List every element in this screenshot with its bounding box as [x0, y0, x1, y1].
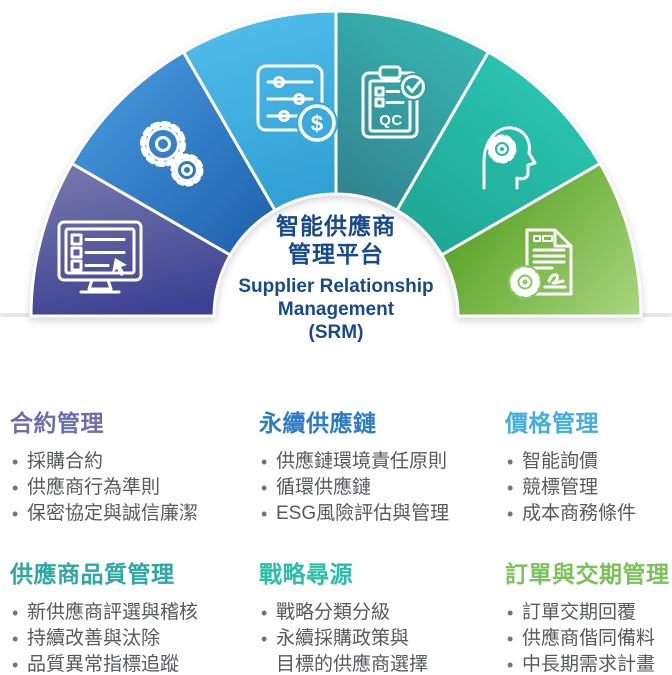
- section-title: 永續供應鏈: [259, 410, 377, 436]
- section-title: 訂單與交期管理: [505, 561, 670, 587]
- list-item: 永續採購政策與 目標的供應商選擇: [259, 626, 480, 675]
- srm-arch-diagram: $ QC: [0, 9, 672, 318]
- qc-glyph: QC: [379, 112, 403, 129]
- list-item: 品質異常指標追蹤: [10, 652, 240, 675]
- section-price-management: 價格管理 智能詢價 競標管理 成本商務條件: [480, 408, 672, 559]
- list-item: 新供應商評選與稽核: [10, 600, 240, 626]
- section-sustainable-supply-chain: 永續供應鏈 供應鏈環境責任原則 循環供應鏈 ESG風險評估與管理: [240, 408, 480, 559]
- section-contract-management: 合約管理 採購合約 供應商行為準則 保密協定與誠信廉潔: [0, 408, 240, 559]
- list-item: 競標管理: [505, 475, 672, 501]
- list-item: 持續改善與汰除: [10, 626, 240, 652]
- section-order-delivery: 訂單與交期管理 訂單交期回覆 供應商偕同備料 中長期需求計畫: [480, 559, 672, 675]
- gears-icon: [140, 121, 204, 187]
- qc-clipboard-icon: QC: [361, 65, 427, 139]
- section-title: 戰略尋源: [259, 561, 353, 587]
- section-title: 價格管理: [505, 410, 599, 436]
- list-item: 中長期需求計畫: [505, 652, 672, 675]
- list-item: ESG風險評估與管理: [259, 501, 480, 527]
- list-item: 訂單交期回覆: [505, 600, 672, 626]
- price-sliders-icon: $: [256, 64, 338, 144]
- bullet-list: 戰略分類分級 永續採購政策與 目標的供應商選擇: [259, 600, 480, 675]
- platform-title-zh: 智能供應商 管理平台: [276, 213, 396, 267]
- segment-order-delivery: [440, 162, 643, 318]
- section-strategic-sourcing: 戰略尋源 戰略分類分級 永續採購政策與 目標的供應商選擇: [240, 559, 480, 675]
- bullet-list: 智能詢價 競標管理 成本商務條件: [505, 449, 672, 527]
- bullet-list: 採購合約 供應商行為準則 保密協定與誠信廉潔: [10, 449, 240, 527]
- baseline-left: [0, 313, 33, 317]
- dollar-glyph: $: [311, 111, 323, 136]
- bullet-list: 新供應商評選與稽核 持續改善與汰除 品質異常指標追蹤: [10, 600, 240, 675]
- center-title: 智能供應商 管理平台 Supplier Relationship Managem…: [206, 212, 466, 344]
- monitor-checklist-icon: [57, 220, 143, 294]
- baseline-right: [639, 313, 672, 317]
- head-gear-icon: [482, 126, 537, 190]
- section-title: 合約管理: [10, 410, 104, 436]
- list-item: 成本商務條件: [505, 501, 672, 527]
- list-item: 供應商行為準則: [10, 475, 240, 501]
- list-item: 採購合約: [10, 449, 240, 475]
- section-title: 供應商品質管理: [10, 561, 175, 587]
- sections-grid: 合約管理 採購合約 供應商行為準則 保密協定與誠信廉潔 永續供應鏈 供應鏈環境責…: [0, 408, 672, 675]
- list-item: 循環供應鏈: [259, 475, 480, 501]
- list-item: 戰略分類分級: [259, 600, 480, 626]
- list-item: 智能詢價: [505, 449, 672, 475]
- list-item: 保密協定與誠信廉潔: [10, 501, 240, 527]
- section-supplier-quality: 供應商品質管理 新供應商評選與稽核 持續改善與汰除 品質異常指標追蹤: [0, 559, 240, 675]
- bullet-list: 訂單交期回覆 供應商偕同備料 中長期需求計畫: [505, 600, 672, 675]
- platform-title-en: Supplier Relationship Management (SRM): [238, 276, 434, 343]
- bullet-list: 供應鏈環境責任原則 循環供應鏈 ESG風險評估與管理: [259, 449, 480, 527]
- list-item: 供應商偕同備料: [505, 626, 672, 652]
- contract-document-icon: [508, 228, 573, 299]
- list-item: 供應鏈環境責任原則: [259, 449, 480, 475]
